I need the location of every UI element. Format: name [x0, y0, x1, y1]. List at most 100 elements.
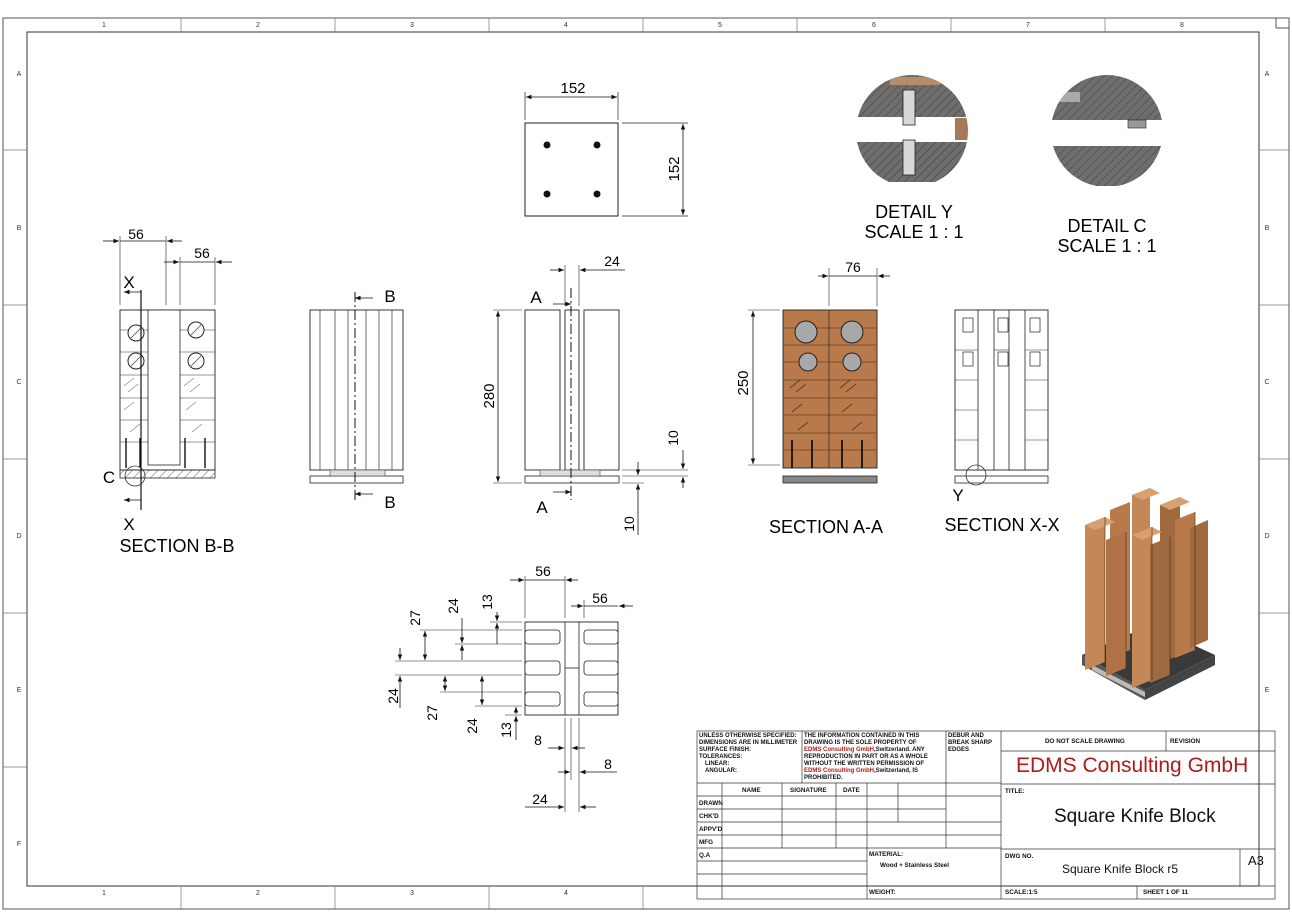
dim-top-height: 152 [666, 156, 683, 181]
bottom-view: 56 56 24 27 24 13 27 24 13 [385, 563, 633, 812]
dim-aa-76: 76 [845, 259, 861, 275]
dim-bb-56a: 56 [128, 226, 144, 242]
dim-bottom-8a: 8 [534, 732, 542, 748]
zone-row-d-right: D [1264, 533, 1269, 540]
scale-value: SCALE:1:5 [1005, 889, 1038, 896]
dim-aa-250: 250 [735, 370, 752, 395]
section-aa-title: SECTION A-A [769, 517, 883, 537]
weight-label: WEIGHT: [869, 889, 896, 896]
zone-row-b: B [17, 225, 22, 232]
row-drawn: DRAWN [699, 800, 723, 807]
prop-line-3: EDMS Consulting GmbH,Switzerland. ANY [804, 747, 928, 754]
label-a-bottom: A [536, 498, 548, 517]
label-c: C [103, 468, 115, 487]
zone-row-e-right: E [1265, 687, 1270, 694]
deburr-note: DEBUR AND BREAK SHARP EDGES [948, 733, 992, 754]
col-date: DATE [843, 787, 860, 794]
row-mfg: MFG [699, 839, 713, 846]
col-name: NAME [742, 787, 761, 794]
dim-front-10a: 10 [665, 430, 681, 446]
zone-col-3: 3 [410, 22, 414, 29]
zone-row-f: F [17, 841, 21, 848]
detail-y-scale: SCALE 1 : 1 [864, 222, 963, 242]
dim-bottom-56a: 56 [535, 563, 551, 579]
title-block-grid [696, 730, 1276, 900]
prop-line-6-text: ,Switzerland, IS [874, 768, 919, 774]
sheet-count: SHEET 1 OF 11 [1143, 889, 1189, 896]
material-label: MATERIAL: [869, 851, 904, 858]
label-x-bottom: X [123, 515, 134, 534]
company-name: EDMS Consulting GmbH [1016, 754, 1249, 777]
zone-markers [3, 18, 1289, 909]
spec-line-5: LINEAR: [705, 761, 730, 767]
dim-bb-56b: 56 [194, 245, 210, 261]
dim-front-10b: 10 [621, 516, 637, 532]
deburr-line-1: DEBUR AND [948, 733, 984, 739]
detail-y-title: DETAIL Y [875, 202, 953, 222]
label-b-top: B [384, 287, 395, 306]
detail-y-view: DETAIL Y SCALE 1 : 1 [856, 75, 968, 242]
top-plan-view: 152 152 [524, 80, 688, 217]
deburr-line-2: BREAK SHARP [948, 740, 993, 746]
zone-col-2-bottom: 2 [256, 890, 260, 897]
label-y: Y [952, 486, 963, 505]
zone-row-a-right: A [1265, 71, 1270, 78]
row-approved: APPV'D [699, 826, 723, 833]
detail-c-scale: SCALE 1 : 1 [1057, 236, 1156, 256]
zone-col-4-bottom: 4 [564, 890, 568, 897]
sheet-size: A3 [1248, 853, 1264, 868]
isometric-render [1082, 488, 1215, 700]
prop-line-6: EDMS Consulting GmbH,Switzerland, IS [804, 768, 928, 775]
spec-line-6: ANGULAR: [705, 768, 737, 774]
col-signature: SIGNATURE [790, 787, 827, 794]
dim-bottom-8b: 8 [604, 756, 612, 772]
prop-line-7: PROHIBITED. [804, 775, 843, 781]
label-b-bottom: B [384, 493, 395, 512]
spec-line-2: DIMENSIONS ARE IN MILLIMETER [699, 740, 798, 746]
dim-bottom-24d: 24 [532, 791, 548, 807]
zone-col-8: 8 [1180, 22, 1184, 29]
spec-notes: UNLESS OTHERWISE SPECIFIED: DIMENSIONS A… [699, 733, 797, 775]
dim-bottom-24c: 24 [385, 688, 401, 704]
revision-label: REVISION [1170, 738, 1201, 745]
dim-top-width: 152 [560, 80, 585, 97]
zone-col-5: 5 [718, 22, 722, 29]
row-qa: Q.A [699, 852, 711, 859]
dim-bottom-56b: 56 [592, 590, 608, 606]
spec-line-3: SURFACE FINISH: [699, 747, 752, 753]
deburr-line-3: EDGES [948, 747, 970, 753]
zone-col-4: 4 [564, 22, 568, 29]
prop-company-2: EDMS Consulting GmbH [804, 768, 874, 774]
proprietary-notice: THE INFORMATION CONTAINED IN THIS DRAWIN… [804, 733, 928, 782]
do-not-scale: DO NOT SCALE DRAWING [1045, 738, 1125, 745]
dim-bottom-24b: 24 [464, 718, 480, 734]
zone-col-1-bottom: 1 [102, 890, 106, 897]
dim-bottom-13b: 13 [498, 722, 514, 738]
zone-col-2: 2 [256, 22, 260, 29]
prop-line-3-text: ,Switzerland. ANY [874, 747, 925, 753]
section-aa-view: 76 250 SECTION A-A [735, 259, 890, 537]
zone-row-d: D [16, 533, 21, 540]
section-xx-view: Y SECTION X-X [944, 309, 1060, 535]
material-value: Wood + Stainless Steel [880, 862, 949, 869]
dim-bottom-27b: 27 [424, 705, 440, 721]
zone-row-e: E [17, 687, 22, 694]
zone-row-c: C [16, 379, 21, 386]
dim-front-24: 24 [604, 253, 620, 269]
detail-c-view: DETAIL C SCALE 1 : 1 [1051, 75, 1163, 256]
prop-company-1: EDMS Consulting GmbH [804, 747, 874, 753]
dim-front-280: 280 [481, 383, 498, 408]
section-bb-view: 56 56 X X C SECTION B-B [103, 226, 235, 556]
zone-col-3-bottom: 3 [410, 890, 414, 897]
drawing-title: Square Knife Block [1054, 806, 1216, 827]
zone-col-1: 1 [102, 22, 106, 29]
spec-line-4: TOLERANCES: [699, 754, 743, 760]
prop-line-4: REPRODUCTION IN PART OR AS A WHOLE [804, 754, 928, 760]
front-view: A A 24 280 10 10 [481, 253, 688, 535]
zone-row-c-right: C [1264, 379, 1269, 386]
dwg-no-label: DWG NO. [1005, 853, 1034, 860]
title-label: TITLE: [1005, 788, 1025, 795]
label-x-top: X [123, 273, 134, 292]
prop-line-1: THE INFORMATION CONTAINED IN THIS [804, 733, 920, 739]
